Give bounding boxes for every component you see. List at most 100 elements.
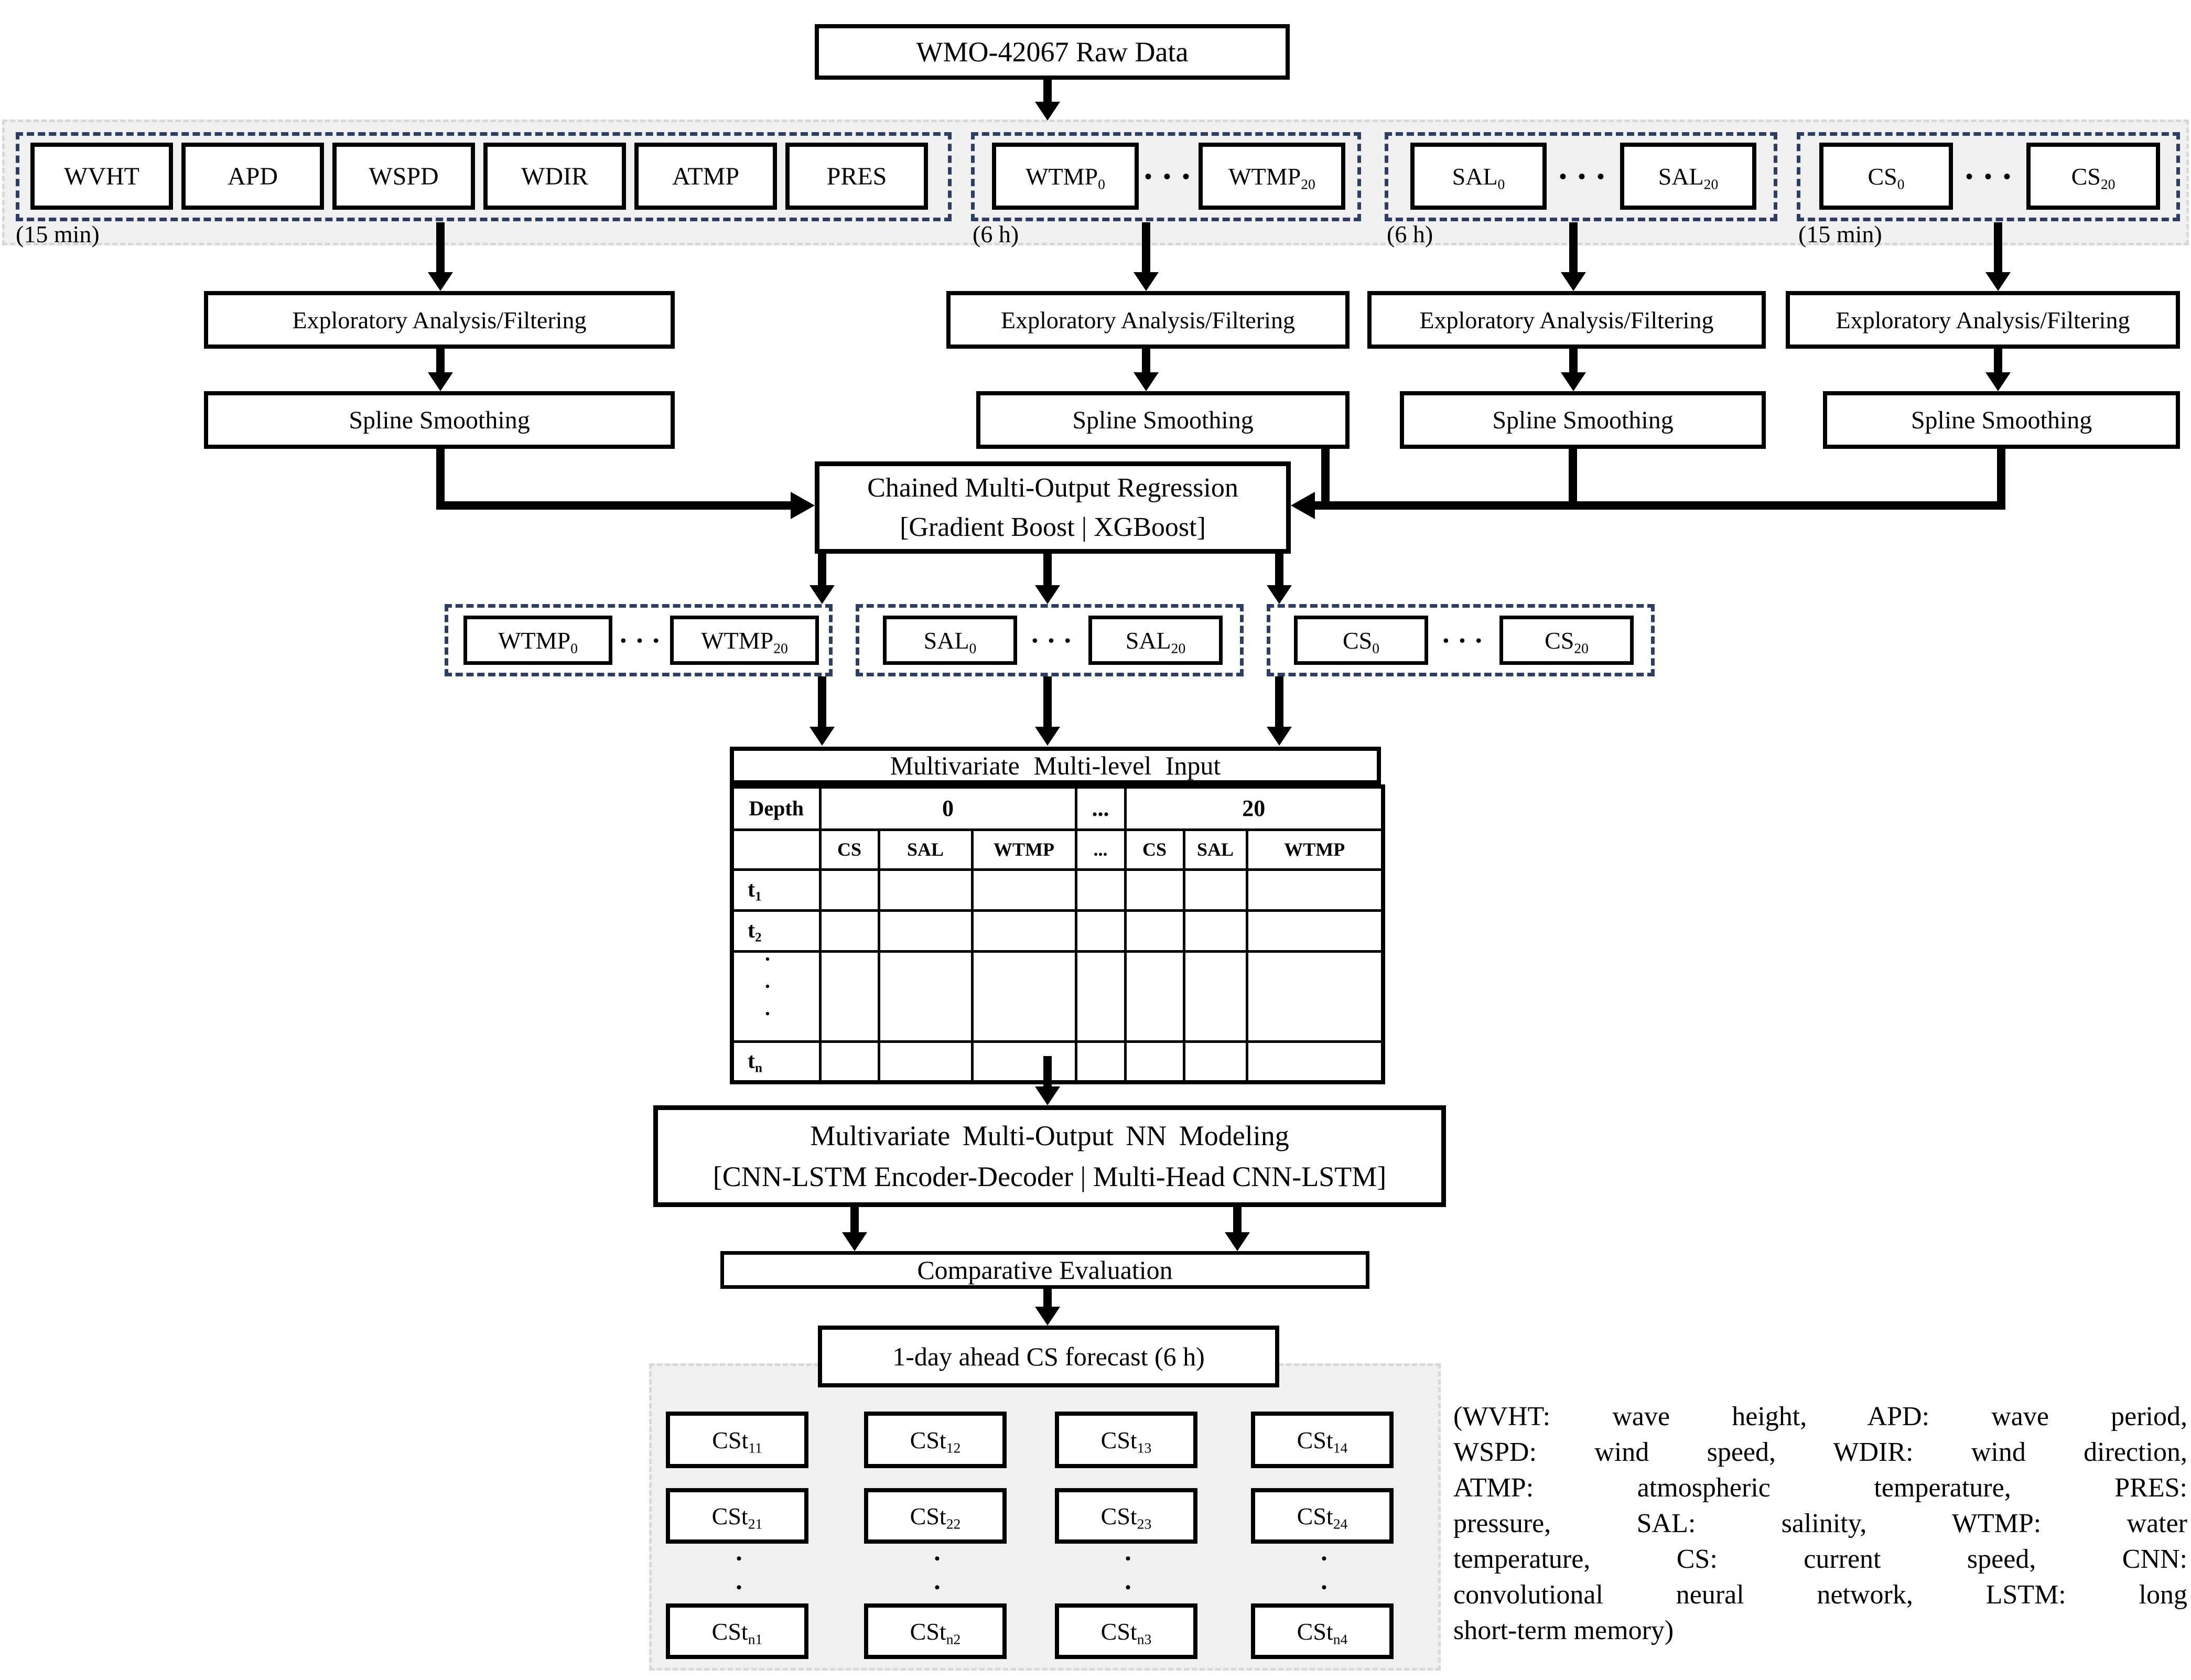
- wtmp20-label: WTMP20: [1228, 163, 1315, 192]
- table-row-tn: tn: [730, 1040, 1385, 1084]
- forecast-cell: CSt11: [666, 1412, 808, 1468]
- table-cell: [877, 868, 974, 912]
- output-cs20-label: CS20: [1545, 627, 1589, 656]
- wtmp-group: [971, 132, 1361, 221]
- ellipsis-dots: • • •: [1144, 164, 1193, 188]
- var-header-wtmp: WTMP: [1245, 828, 1385, 871]
- exploratory-label: Exploratory Analysis/Filtering: [1001, 306, 1295, 333]
- arrow-down: [1275, 554, 1283, 585]
- met-label: PRES: [826, 162, 887, 190]
- legend-line: convolutional neural network, LSTM: long: [1453, 1580, 2187, 1610]
- arrow-down: [1142, 222, 1150, 272]
- arrow-down: [1043, 554, 1052, 585]
- arrow-down: [436, 222, 445, 272]
- arrow-down: [818, 554, 826, 585]
- wtmp-period-label: (6 h): [973, 221, 1019, 247]
- forecast-cell: CSt24: [1251, 1488, 1394, 1544]
- exploratory-box-1: Exploratory Analysis/Filtering: [204, 291, 675, 349]
- input-table: Depth 0 ... 20 CS SAL WTMP ... CS SAL WT…: [730, 784, 1386, 1084]
- spline-label: Spline Smoothing: [1492, 406, 1674, 434]
- cs20-label: CS20: [2071, 163, 2116, 192]
- cs20-box: CS20: [2026, 143, 2160, 210]
- forecast-cell-label: CSt23: [1100, 1502, 1152, 1532]
- var-header-sal: SAL: [1182, 828, 1248, 871]
- ellipsis-dots: • • •: [1559, 164, 1607, 188]
- table-cell: [818, 868, 880, 912]
- var-header-cs: CS: [1124, 828, 1185, 871]
- abbreviation-legend: (WVHT: wave height, APD: wave period, WS…: [1453, 1399, 2187, 1649]
- nn-line2: [CNN-LSTM Encoder-Decoder | Multi-Head C…: [713, 1161, 1387, 1192]
- spline-label: Spline Smoothing: [1911, 406, 2092, 434]
- met-label: APD: [227, 162, 278, 190]
- output-cs-group: [1267, 604, 1655, 676]
- connector-line: [1321, 449, 1330, 505]
- met-label: WSPD: [369, 162, 439, 190]
- table-cell: [730, 828, 822, 871]
- cs-group: [1797, 132, 2180, 221]
- raw-data-label: WMO-42067 Raw Data: [916, 36, 1189, 68]
- table-cell: [1124, 1040, 1185, 1084]
- met-box-wvht: WVHT: [30, 143, 173, 210]
- met-box-wdir: WDIR: [483, 143, 626, 210]
- row-label-t1: t1: [730, 868, 822, 912]
- arrow-down: [1043, 1289, 1052, 1307]
- met-period-label: (15 min): [16, 221, 100, 247]
- spline-box-4: Spline Smoothing: [1823, 391, 2180, 449]
- forecast-cell: CSt12: [864, 1412, 1007, 1468]
- forecast-cell-label: CSt21: [711, 1502, 763, 1532]
- sal0-box: SAL0: [1410, 143, 1547, 210]
- legend-line: temperature, CS: current speed, CNN:: [1453, 1544, 2187, 1574]
- arrow-down: [1043, 80, 1052, 102]
- nn-line1: Multivariate Multi-Output NN Modeling: [810, 1119, 1289, 1151]
- output-cs0-box: CS0: [1294, 616, 1428, 665]
- regression-line2: [Gradient Boost | XGBoost]: [900, 512, 1206, 542]
- forecast-cell-label: CSt13: [1100, 1426, 1152, 1456]
- input-table-title: Multivariate Multi-level Input: [730, 747, 1381, 784]
- cs-period-label: (15 min): [1798, 221, 1882, 247]
- forecast-cell: CStn3: [1055, 1603, 1197, 1659]
- wtmp0-box: WTMP0: [992, 143, 1139, 210]
- row-label-t2: t2: [730, 909, 822, 953]
- met-box-atmp: ATMP: [634, 143, 777, 210]
- forecast-title-label: 1-day ahead CS forecast (6 h): [892, 1342, 1205, 1371]
- var-header-cs: CS: [818, 828, 880, 871]
- ellipsis-dots: • • •: [1032, 630, 1074, 650]
- arrow-down: [1569, 222, 1578, 272]
- arrow-down: [1043, 1056, 1052, 1086]
- forecast-cell-label: CSt14: [1297, 1426, 1348, 1456]
- input-table-title-label: Multivariate Multi-level Input: [890, 751, 1221, 780]
- output-sal20-label: SAL20: [1125, 627, 1186, 656]
- table-cell: [1124, 868, 1185, 912]
- depth-0: 0: [818, 785, 1077, 831]
- forecast-cell: CStn1: [666, 1603, 808, 1659]
- table-cell: [970, 868, 1077, 912]
- var-header-wtmp: WTMP: [970, 828, 1077, 871]
- met-label: WDIR: [521, 162, 588, 190]
- wtmp0-label: WTMP0: [1026, 163, 1105, 192]
- exploratory-box-4: Exploratory Analysis/Filtering: [1786, 291, 2180, 349]
- exploratory-box-2: Exploratory Analysis/Filtering: [946, 291, 1350, 349]
- forecast-cell-label: CStn3: [1100, 1618, 1152, 1647]
- arrow-down: [1043, 676, 1052, 727]
- output-wtmp20-label: WTMP20: [701, 627, 788, 656]
- cs0-label: CS0: [1868, 163, 1905, 192]
- evaluation-box: Comparative Evaluation: [720, 1251, 1369, 1289]
- var-header-dots: ...: [1074, 828, 1127, 871]
- table-cell: [970, 1040, 1077, 1084]
- forecast-cell-label: CStn1: [711, 1618, 763, 1647]
- connector-line: [436, 449, 445, 510]
- ellipsis-dots: • • •: [1443, 630, 1485, 650]
- sal-group: [1385, 132, 1777, 221]
- output-cs20-box: CS20: [1499, 616, 1634, 665]
- arrowhead-left: [1291, 492, 1315, 519]
- forecast-cell: CStn4: [1251, 1603, 1394, 1659]
- connector-line: [436, 501, 791, 510]
- arrow-down: [1994, 222, 2002, 272]
- forecast-cell: CSt14: [1251, 1412, 1394, 1468]
- output-wtmp0-box: WTMP0: [463, 616, 612, 665]
- output-wtmp0-label: WTMP0: [498, 627, 578, 656]
- connector-line: [1315, 501, 2005, 510]
- table-cell: [1245, 950, 1385, 1043]
- arrowhead-right: [791, 492, 815, 519]
